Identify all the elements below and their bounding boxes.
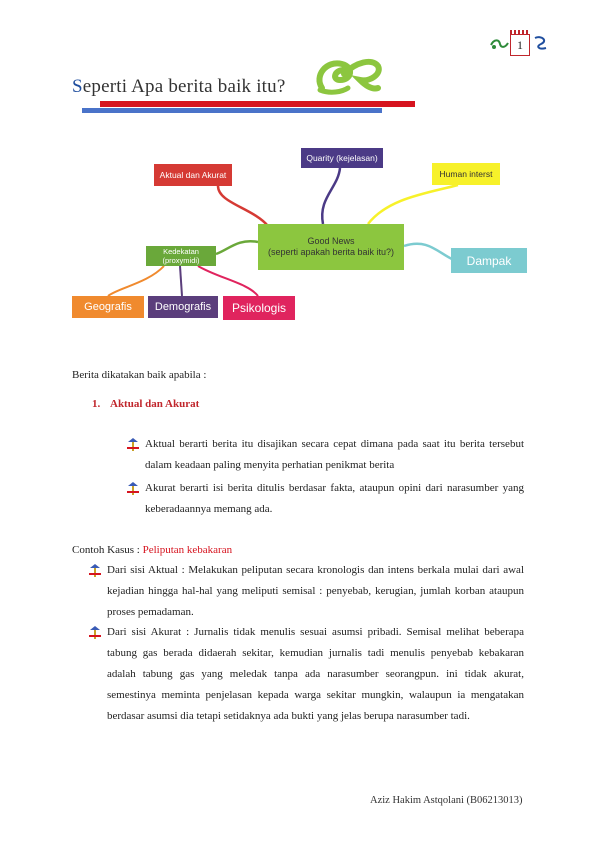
bullet-arrow-icon [127, 482, 139, 495]
intro-text: Berita dikatakan baik apabila : [72, 369, 207, 381]
list-item: Dari sisi Akurat : Jurnalis tidak menuli… [88, 622, 524, 727]
node-dampak: Dampak [451, 248, 527, 273]
page-number-area: 1 [490, 30, 550, 58]
title-rule-blue [82, 108, 382, 113]
node-human-interest: Human interst [432, 163, 500, 185]
title-rest: eperti Apa berita baik itu? [82, 76, 286, 97]
page-title: Seperti Apa berita baik itu? [72, 76, 286, 98]
bullet-arrow-icon [127, 438, 139, 451]
ornament-right-icon [534, 36, 547, 50]
node-geografis: Geografis [72, 296, 144, 318]
contoh-label: Contoh Kasus : [72, 544, 143, 556]
footer-author: Aziz Hakim Astqolani (B06213013) [370, 795, 523, 806]
contoh-topic: Peliputan kebakaran [142, 544, 233, 556]
title-rule-red [100, 101, 415, 107]
contoh-kasus: Contoh Kasus : Peliputan kebakaran [72, 540, 232, 561]
node-demografis: Demografis [148, 296, 218, 318]
section-title: Aktual dan Akurat [110, 398, 200, 410]
mind-map: Aktual dan Akurat Quarity (kejelasan) Hu… [68, 138, 528, 328]
list-item: Dari sisi Aktual : Melakukan peliputan s… [88, 560, 524, 623]
bullet-text: Aktual berarti berita itu disajikan seca… [145, 438, 524, 471]
ornament-left-icon [490, 39, 509, 49]
bullet-arrow-icon [89, 626, 101, 639]
bullet-arrow-icon [89, 564, 101, 577]
good-news-line2: (seperti apakah berita baik itu?) [267, 247, 395, 257]
node-quarity: Quarity (kejelasan) [301, 148, 383, 168]
page-number: 1 [510, 30, 530, 56]
node-good-news: Good News (seperti apakah berita baik it… [258, 224, 404, 270]
bullet-text: Akurat berarti isi berita ditulis berdas… [145, 482, 524, 515]
node-kedekatan: Kedekatan (proxymidi) [146, 246, 216, 266]
list-item: Akurat berarti isi berita ditulis berdas… [126, 478, 524, 520]
good-news-line1: Good News [307, 236, 355, 246]
mind-map-connectors [107, 167, 459, 297]
node-psikologis: Psikologis [223, 296, 295, 320]
list-item: Aktual berarti berita itu disajikan seca… [126, 434, 524, 476]
node-aktual: Aktual dan Akurat [154, 164, 232, 186]
title-first-letter: S [72, 76, 83, 97]
section-number: 1. [92, 398, 101, 410]
bullet-text: Dari sisi Akurat : Jurnalis tidak menuli… [107, 626, 524, 722]
green-swirl-logo-icon [316, 58, 382, 95]
bullet-text: Dari sisi Aktual : Melakukan peliputan s… [107, 564, 524, 618]
section-heading: 1. Aktual dan Akurat [92, 398, 199, 410]
